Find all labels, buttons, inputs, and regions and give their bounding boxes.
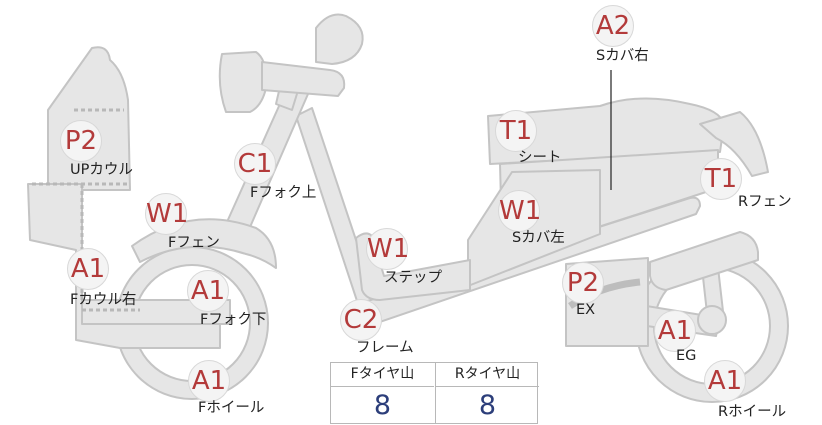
rear-tire-column: Rタイヤ山 8 <box>435 363 539 423</box>
cowl-right-label: Fカウル右 <box>70 292 137 308</box>
exhaust-code: P2 <box>562 262 604 304</box>
mirror-shape <box>315 13 364 65</box>
handlebar-shape <box>261 61 346 97</box>
rear-fender-label: Rフェン <box>738 194 792 210</box>
exhaust-label: EX <box>576 302 596 318</box>
step-label: ステップ <box>384 270 442 286</box>
fork-lower-label: Fフォク下 <box>200 312 267 328</box>
frame-label: フレーム <box>356 340 414 356</box>
front-tire-column: Fタイヤ山 8 <box>331 363 434 423</box>
seat-code: T1 <box>495 110 537 152</box>
fork-upper-code: C1 <box>234 143 276 185</box>
step-shape <box>355 232 471 301</box>
side-cover-right-label: Sカバ右 <box>596 48 649 64</box>
front-fender-code: W1 <box>145 193 188 235</box>
engine-code: A1 <box>654 310 696 352</box>
cowl-right-shape <box>27 183 221 349</box>
side-cover-right-code: A2 <box>592 5 634 47</box>
rear-fender-code: T1 <box>700 158 742 200</box>
front-tire-header: Fタイヤ山 <box>331 363 434 387</box>
headlight-shape <box>218 51 268 113</box>
fork-lower-code: A1 <box>187 270 229 312</box>
front-fender-label: Fフェン <box>168 235 220 251</box>
rear-wheel-label: Rホイール <box>718 404 787 420</box>
front-tire-value: 8 <box>373 390 392 421</box>
fork-upper-label: Fフォク上 <box>250 185 317 201</box>
upper-cowl-code: P2 <box>60 120 102 162</box>
tire-tread-table: Fタイヤ山 8 Rタイヤ山 8 <box>330 362 539 424</box>
frame-code: C2 <box>340 299 382 341</box>
rear-wheel-code: A1 <box>704 360 746 402</box>
front-wheel-label: Fホイール <box>198 400 265 416</box>
seat-label: シート <box>518 150 562 166</box>
engine-label: EG <box>676 348 697 364</box>
rear-fender-shape <box>699 111 769 177</box>
upper-cowl-label: UPカウル <box>70 162 133 178</box>
side-cover-left-label: Sカバ左 <box>512 230 565 246</box>
front-wheel-code: A1 <box>188 360 230 402</box>
cowl-right-code: A1 <box>67 248 109 290</box>
rear-tire-value: 8 <box>478 390 497 421</box>
muffler-shape <box>649 231 759 291</box>
side-cover-left-code: W1 <box>498 190 541 232</box>
step-code: W1 <box>366 228 409 270</box>
rear-tire-header: Rタイヤ山 <box>436 363 539 387</box>
